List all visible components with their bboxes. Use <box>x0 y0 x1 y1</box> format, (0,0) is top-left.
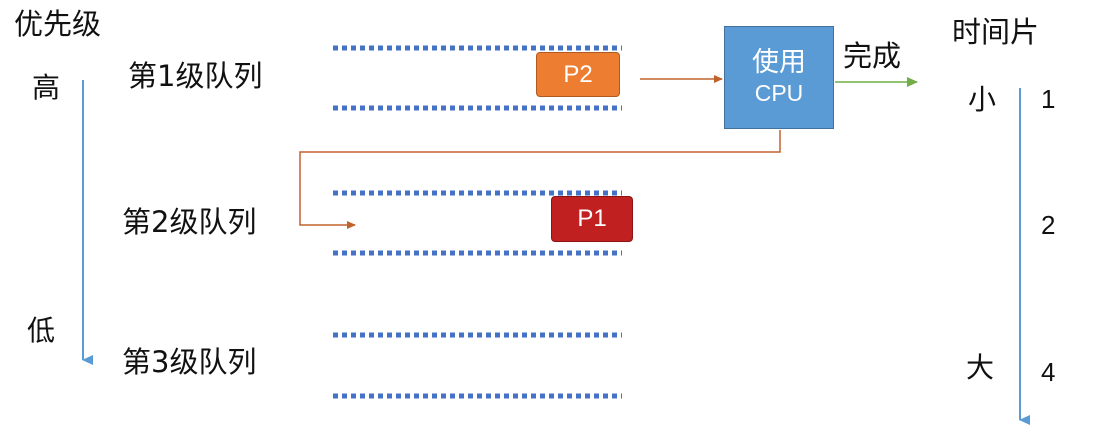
timeslice-large-label: 大 <box>966 351 995 384</box>
queue-1-timeslice: 1 <box>1041 84 1056 114</box>
queue-1-bounds <box>333 45 622 111</box>
priority-title: 优先级 <box>14 7 102 41</box>
queue-3-bounds <box>333 332 622 399</box>
queue-2-label: 第2级队列 <box>122 205 257 239</box>
queue-2-bounds <box>333 190 622 256</box>
arrow-cpu-to-queue-2 <box>299 130 781 229</box>
cpu-box: 使用 CPU <box>724 26 834 129</box>
priority-high-label: 高 <box>32 71 61 104</box>
cpu-label-line1: 使用 <box>752 46 806 78</box>
timeslice-title: 时间片 <box>952 15 1040 49</box>
queue-3-timeslice: 4 <box>1041 357 1056 387</box>
priority-low-label: 低 <box>27 314 56 347</box>
process-p2: P2 <box>536 52 620 97</box>
queue-3-label: 第3级队列 <box>122 345 257 379</box>
done-label: 完成 <box>843 39 902 73</box>
timeslice-small-label: 小 <box>968 83 997 116</box>
process-p1: P1 <box>551 196 633 242</box>
queue-1-label: 第1级队列 <box>128 59 263 93</box>
queue-2-timeslice: 2 <box>1041 210 1056 240</box>
cpu-label-line2: CPU <box>754 80 804 107</box>
